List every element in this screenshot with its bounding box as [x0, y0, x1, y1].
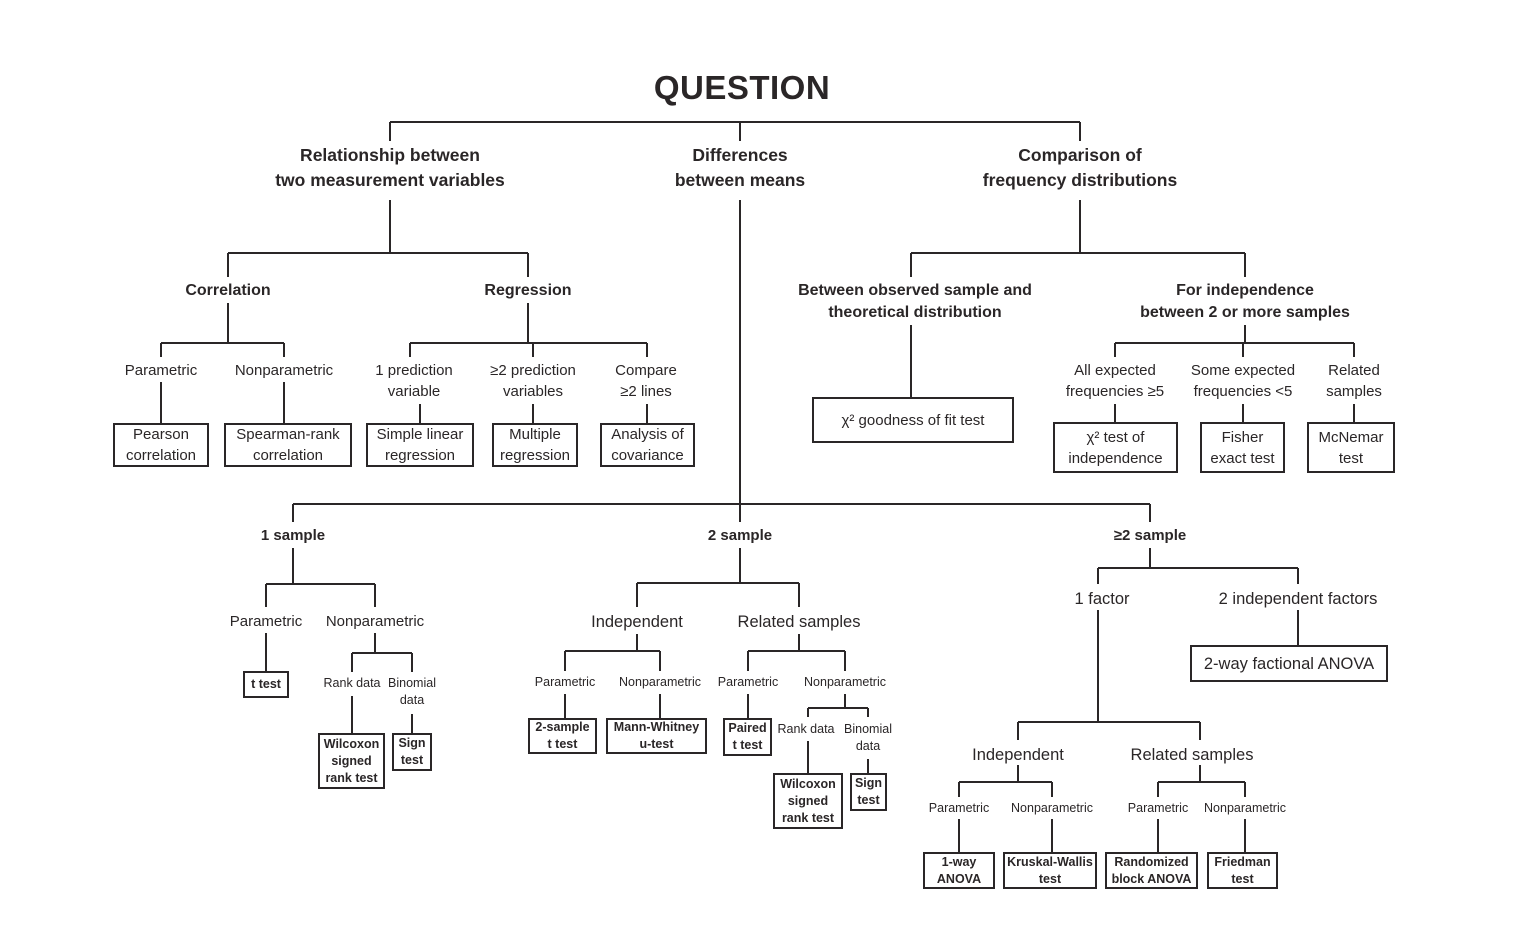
- label-one-factor: 1 factor: [1074, 590, 1130, 608]
- label-mr-nonparametric: Nonparametric: [1204, 801, 1286, 815]
- label-correlation: Correlation: [185, 282, 271, 299]
- label-related-samples-frequency: Related samples: [1326, 362, 1382, 400]
- test-box-t-test: t test: [243, 671, 289, 698]
- label-mr-parametric: Parametric: [1127, 801, 1189, 815]
- label-2si-nonparametric: Nonparametric: [619, 675, 701, 689]
- test-box-1-way-anova: 1-way ANOVA: [923, 852, 995, 889]
- test-box-chi-square-independence: χ² test of independence: [1053, 422, 1178, 473]
- page-title: QUESTION: [653, 69, 831, 106]
- test-box-multiple-regression: Multiple regression: [492, 423, 578, 467]
- label-m-independent: Independent: [972, 746, 1064, 764]
- label-all-expected-frequencies: All expected frequencies ≥5: [1065, 362, 1165, 400]
- label-observed-vs-theoretical: Between observed sample and theoretical …: [798, 282, 1032, 321]
- label-multi-sample: ≥2 sample: [1113, 527, 1187, 544]
- label-2sr-parametric: Parametric: [717, 675, 779, 689]
- label-2sr-nonparametric: Nonparametric: [804, 675, 886, 689]
- label-one-sample: 1 sample: [260, 527, 326, 544]
- test-box-wilcoxon-signed-rank-2s: Wilcoxon signed rank test: [773, 773, 843, 829]
- label-2si-parametric: Parametric: [534, 675, 596, 689]
- test-box-chi-square-goodness-of-fit: χ² goodness of fit test: [812, 397, 1014, 443]
- test-box-randomized-block-anova: Randomized block ANOVA: [1105, 852, 1198, 889]
- test-box-pearson-correlation: Pearson correlation: [113, 423, 209, 467]
- test-box-sign-test-2s: Sign test: [850, 773, 887, 811]
- label-correlation-parametric: Parametric: [124, 362, 198, 379]
- label-1s-binomial-data: Binomial data: [388, 676, 436, 707]
- test-box-kruskal-wallis: Kruskal-Wallis test: [1003, 852, 1097, 889]
- label-multi-prediction-variables: ≥2 prediction variables: [490, 362, 576, 400]
- label-regression: Regression: [484, 282, 572, 299]
- test-box-fisher-exact: Fisher exact test: [1200, 422, 1285, 473]
- label-2s-independent: Independent: [591, 613, 683, 631]
- label-compare-lines: Compare ≥2 lines: [615, 362, 677, 400]
- label-1s-rank-data: Rank data: [323, 676, 381, 690]
- label-for-independence: For independence between 2 or more sampl…: [1140, 282, 1350, 321]
- label-one-prediction-variable: 1 prediction variable: [375, 362, 453, 400]
- label-m-related-samples: Related samples: [1130, 746, 1254, 764]
- test-box-2-way-factional-anova: 2-way factional ANOVA: [1190, 645, 1388, 682]
- label-2s-related-samples: Related samples: [737, 613, 861, 631]
- label-1s-nonparametric: Nonparametric: [325, 613, 425, 630]
- test-box-wilcoxon-signed-rank-1s: Wilcoxon signed rank test: [318, 733, 385, 789]
- test-box-sign-test-1s: Sign test: [392, 733, 432, 771]
- label-mi-parametric: Parametric: [928, 801, 990, 815]
- test-box-analysis-of-covariance: Analysis of covariance: [600, 423, 695, 467]
- test-box-paired-t-test: Paired t test: [723, 718, 772, 756]
- branch-relationship-label: Relationship between two measurement var…: [275, 145, 505, 190]
- test-box-spearman-rank-correlation: Spearman-rank correlation: [224, 423, 352, 467]
- label-2sr-binomial-data: Binomial data: [844, 722, 892, 753]
- label-1s-parametric: Parametric: [229, 613, 303, 630]
- branch-comparison-label: Comparison of frequency distributions: [982, 145, 1178, 190]
- label-some-expected-frequencies: Some expected frequencies <5: [1190, 362, 1296, 400]
- label-two-independent-factors: 2 independent factors: [1218, 590, 1378, 608]
- test-box-mann-whitney-u-test: Mann-Whitney u-test: [606, 718, 707, 754]
- label-2sr-rank-data: Rank data: [777, 722, 835, 736]
- label-two-sample: 2 sample: [707, 527, 773, 544]
- test-box-2-sample-t-test: 2-sample t test: [528, 718, 597, 754]
- test-box-friedman: Friedman test: [1207, 852, 1278, 889]
- branch-differences-label: Differences between means: [674, 145, 806, 190]
- test-box-simple-linear-regression: Simple linear regression: [366, 423, 474, 467]
- label-mi-nonparametric: Nonparametric: [1011, 801, 1093, 815]
- label-correlation-nonparametric: Nonparametric: [234, 362, 334, 379]
- test-box-mcnemar: McNemar test: [1307, 422, 1395, 473]
